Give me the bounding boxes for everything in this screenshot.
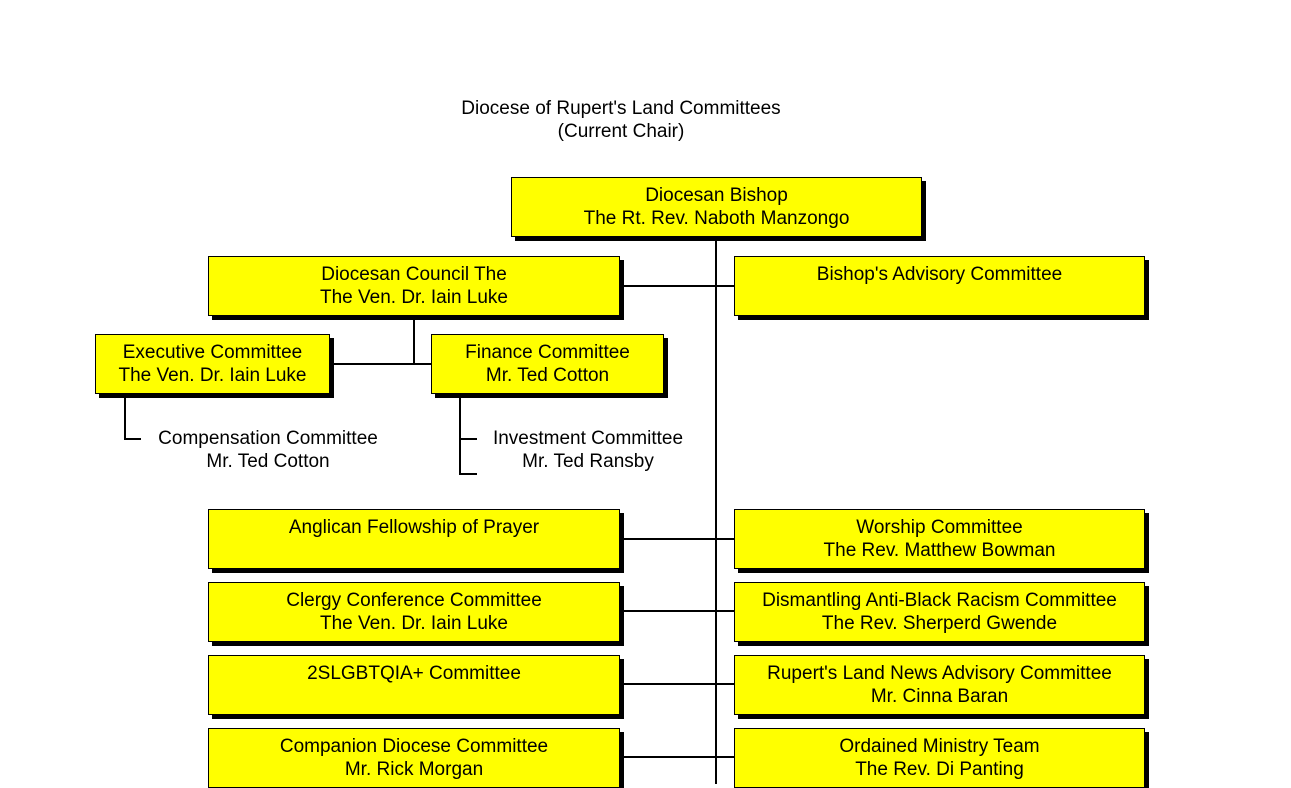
ordained-name: Ordained Ministry Team <box>839 736 1040 757</box>
finance-name: Finance Committee <box>465 342 630 363</box>
fellowship-name: Anglican Fellowship of Prayer <box>288 517 540 538</box>
dismantling-racism-box: Dismantling Anti-Black Racism Committee … <box>734 582 1145 642</box>
worship-name: Worship Committee <box>856 517 1023 538</box>
clergy-conference-box: Clergy Conference Committee The Ven. Dr.… <box>208 582 620 642</box>
investment-name: Investment Committee <box>492 428 684 449</box>
council-chair: The Ven. Dr. Iain Luke <box>319 287 508 308</box>
executive-chair: The Ven. Dr. Iain Luke <box>118 365 307 386</box>
executive-name: Executive Committee <box>122 342 303 363</box>
racism-chair: The Rev. Sherperd Gwende <box>821 613 1058 634</box>
finance-committee-box: Finance Committee Mr. Ted Cotton <box>431 334 664 394</box>
chart-title: Diocese of Rupert's Land Committees (Cur… <box>421 97 821 143</box>
companion-diocese-box: Companion Diocese Committee Mr. Rick Mor… <box>208 728 620 788</box>
advisory-name: Bishop's Advisory Committee <box>816 264 1063 285</box>
lgbt-committee-box: 2SLGBTQIA+ Committee <box>208 655 620 715</box>
investment-branch-tick <box>459 438 477 440</box>
worship-chair: The Rev. Matthew Bowman <box>823 540 1056 561</box>
clergy-name: Clergy Conference Committee <box>286 590 542 611</box>
compensation-branch-horizontal <box>124 438 141 440</box>
compensation-chair: Mr. Ted Cotton <box>206 451 330 472</box>
clergy-racism-connector <box>620 610 734 612</box>
news-advisory-box: Rupert's Land News Advisory Committee Mr… <box>734 655 1145 715</box>
exec-finance-connector <box>330 363 431 365</box>
bishops-advisory-committee-box: Bishop's Advisory Committee <box>734 256 1145 316</box>
compensation-branch-vertical <box>124 395 126 439</box>
companion-ordained-connector <box>620 756 734 758</box>
title-line-2: (Current Chair) <box>557 121 685 142</box>
executive-committee-box: Executive Committee The Ven. Dr. Iain Lu… <box>95 334 330 394</box>
worship-committee-box: Worship Committee The Rev. Matthew Bowma… <box>734 509 1145 569</box>
lgbt-news-connector <box>620 683 734 685</box>
fellowship-worship-connector <box>620 538 734 540</box>
racism-name: Dismantling Anti-Black Racism Committee <box>762 590 1117 611</box>
investment-committee-label: Investment Committee Mr. Ted Ransby <box>477 427 699 473</box>
title-line-1: Diocese of Rupert's Land Committees <box>461 98 781 119</box>
lgbt-name: 2SLGBTQIA+ Committee <box>307 663 521 684</box>
diocesan-bishop-box: Diocesan Bishop The Rt. Rev. Naboth Manz… <box>511 177 922 237</box>
compensation-committee-label: Compensation Committee Mr. Ted Cotton <box>141 427 395 473</box>
news-chair: Mr. Cinna Baran <box>870 686 1009 707</box>
companion-name: Companion Diocese Committee <box>279 736 549 757</box>
anglican-fellowship-box: Anglican Fellowship of Prayer <box>208 509 620 569</box>
council-down-connector <box>413 316 415 364</box>
investment-chair: Mr. Ted Ransby <box>522 451 654 472</box>
finance-chair: Mr. Ted Cotton <box>485 365 610 386</box>
council-name: Diocesan Council The <box>321 264 507 285</box>
council-connector <box>620 285 734 287</box>
diocesan-council-box: Diocesan Council The The Ven. Dr. Iain L… <box>208 256 620 316</box>
ordained-ministry-box: Ordained Ministry Team The Rev. Di Panti… <box>734 728 1145 788</box>
compensation-name: Compensation Committee <box>158 428 378 449</box>
investment-branch-bottom <box>459 473 477 475</box>
companion-chair: Mr. Rick Morgan <box>344 759 484 780</box>
investment-branch-vertical <box>459 395 461 474</box>
news-name: Rupert's Land News Advisory Committee <box>767 663 1112 684</box>
bishop-chair: The Rt. Rev. Naboth Manzongo <box>583 208 850 229</box>
ordained-chair: The Rev. Di Panting <box>855 759 1024 780</box>
main-trunk-line <box>715 238 717 784</box>
bishop-name: Diocesan Bishop <box>645 185 788 206</box>
clergy-chair: The Ven. Dr. Iain Luke <box>319 613 508 634</box>
